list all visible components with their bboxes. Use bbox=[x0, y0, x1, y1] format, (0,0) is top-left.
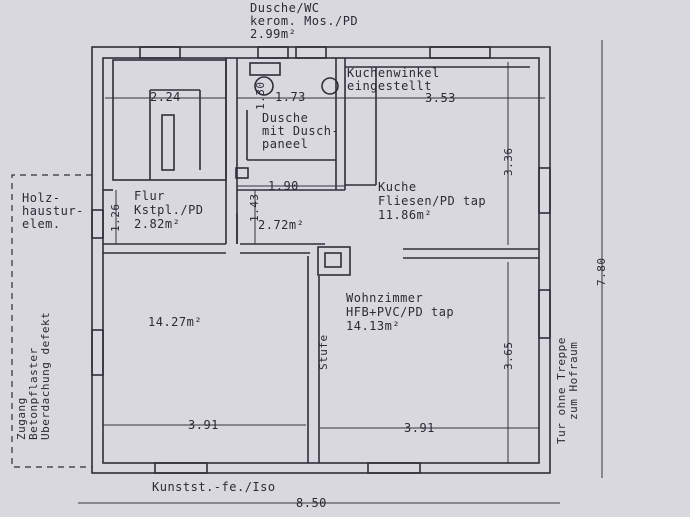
window-top-left bbox=[139, 46, 181, 59]
vent-box bbox=[235, 167, 249, 179]
zugang-line3: Uberdachung defekt bbox=[39, 311, 52, 440]
dusche-paneel-line2: mit Dusch- bbox=[262, 124, 340, 138]
window-top-bath2 bbox=[295, 46, 327, 59]
room-zimmer-area: 14.27m² bbox=[148, 315, 203, 329]
dusche-paneel-line1: Dusche bbox=[262, 111, 309, 125]
entrance-door bbox=[91, 209, 104, 239]
dim-173: 1.73 bbox=[275, 90, 306, 104]
room-kuche-floor: Fliesen/PD tap bbox=[378, 194, 487, 208]
dim-391-left: 3.91 bbox=[188, 418, 219, 432]
entrance-dashed-outline bbox=[11, 174, 92, 468]
room-kuche-name: Kuche bbox=[378, 180, 417, 194]
holzhaustur-line1: Holz- bbox=[22, 191, 61, 205]
toilet-tank bbox=[249, 62, 281, 76]
dim-365: 3.65 bbox=[502, 341, 515, 371]
dim-780: 7.80 bbox=[595, 257, 608, 287]
wash-basin bbox=[321, 77, 339, 95]
toilet-bowl bbox=[254, 76, 274, 96]
holzhaustur-line2: haustur- bbox=[22, 204, 84, 218]
room-dusche-wc-area: 2.99m² bbox=[250, 27, 297, 41]
chimney bbox=[317, 246, 351, 276]
dim-391-right: 3.91 bbox=[404, 421, 435, 435]
room-wohnzimmer-floor: HFB+PVC/PD tap bbox=[346, 305, 455, 319]
holzhaustur-line3: elem. bbox=[22, 217, 61, 231]
window-bottom-right bbox=[367, 462, 421, 474]
window-top-kitchen bbox=[429, 46, 491, 59]
room-flur-name: Flur bbox=[134, 189, 165, 203]
dim-130: 1.30 bbox=[254, 81, 267, 111]
outer-wall-inner bbox=[102, 57, 540, 464]
room-flur-floor: Kstpl./PD bbox=[134, 203, 204, 217]
dim-190: 1.90 bbox=[268, 179, 299, 193]
dim-336: 3.36 bbox=[502, 147, 515, 177]
window-right-living bbox=[538, 289, 551, 339]
dim-353: 3.53 bbox=[425, 91, 456, 105]
dim-850: 8.50 bbox=[296, 496, 327, 510]
dusche-paneel-line3: paneel bbox=[262, 137, 309, 151]
room-wohnzimmer-area: 14.13m² bbox=[346, 319, 401, 333]
outer-wall-outer bbox=[91, 46, 551, 474]
kunststoff-label: Kunstst.-fe./Iso bbox=[152, 480, 276, 494]
upper-left-unit bbox=[112, 59, 227, 181]
window-bottom-left bbox=[154, 462, 208, 474]
room-dusche-wc-floor: kerom. Mos./PD bbox=[250, 14, 359, 28]
stufe-label: Stufe bbox=[317, 334, 330, 370]
tur-line2: zum Hofraum bbox=[567, 341, 580, 420]
room-vorraum-area: 2.72m² bbox=[258, 218, 305, 232]
upper-left-slot bbox=[161, 114, 175, 171]
dim-224: 2.24 bbox=[150, 90, 181, 104]
room-wohnzimmer-name: Wohnzimmer bbox=[346, 291, 424, 305]
window-right-kitchen bbox=[538, 167, 551, 214]
chimney-flue bbox=[324, 252, 342, 268]
window-left-room bbox=[91, 329, 104, 376]
kuchenwinkel-line1: Kuchenwinkel bbox=[347, 66, 440, 80]
dim-126: 1.26 bbox=[109, 203, 122, 233]
window-top-bath bbox=[257, 46, 289, 59]
room-dusche-wc-name: Dusche/WC bbox=[250, 1, 320, 15]
room-flur-area: 2.82m² bbox=[134, 217, 181, 231]
kuchenwinkel-line2: eingestellt bbox=[347, 79, 432, 93]
room-kuche-area: 11.86m² bbox=[378, 208, 433, 222]
